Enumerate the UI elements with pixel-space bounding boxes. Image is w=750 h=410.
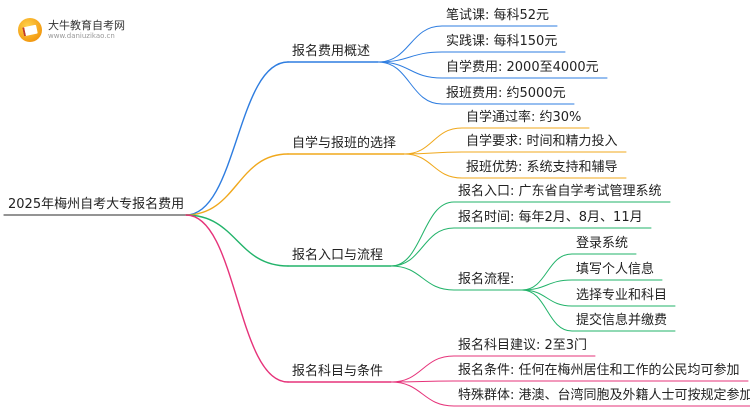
book-icon [18, 18, 42, 42]
leaf-subject-advice: 报名科目建议: 2至3门 [458, 338, 588, 353]
leaf-selfstudy-req: 自学要求: 时间和精力投入 [466, 134, 618, 149]
leaf-reg-time: 报名时间: 每年2月、8月、11月 [458, 210, 643, 225]
leaf-conditions: 报名条件: 任何在梅州居住和工作的公民均可参加 [458, 363, 740, 378]
connector-branch-3 [185, 214, 289, 383]
branch-study-choice: 自学与报班的选择 [292, 136, 397, 151]
site-logo: 大牛教育自考网 www.daniuzikao.cn [18, 18, 125, 42]
root-topic: 2025年梅州自考大专报名费用 [8, 197, 185, 212]
leaf-pass-rate: 自学通过率: 约30% [466, 110, 582, 125]
step-select-major: 选择专业和科目 [576, 288, 668, 303]
logo-url: www.daniuzikao.cn [48, 32, 115, 40]
leaf-written-fee: 笔试课: 每科52元 [446, 8, 550, 23]
step-fill-info: 填写个人信息 [576, 262, 655, 277]
leaf-special-groups: 特殊群体: 港澳、台湾同胞及外籍人士可按规定参加 [458, 388, 750, 403]
connector-branch-1 [185, 153, 289, 216]
leaf-practice-fee: 实践课: 每科150元 [446, 34, 558, 49]
step-submit-pay: 提交信息并缴费 [576, 313, 668, 328]
connector-branch-2 [185, 214, 289, 267]
step-login: 登录系统 [576, 236, 629, 251]
connector-branch-0 [185, 61, 289, 216]
branch-subjects-conditions: 报名科目与条件 [292, 364, 384, 379]
leaf-class-advantage: 报班优势: 系统支持和辅导 [466, 160, 618, 175]
leaf-selfstudy-fee: 自学费用: 2000至4000元 [446, 60, 599, 75]
leaf-reg-process: 报名流程: [458, 272, 515, 287]
branch-entry-process: 报名入口与流程 [292, 248, 384, 263]
branch-fee-overview: 报名费用概述 [292, 44, 371, 59]
logo-name: 大牛教育自考网 [48, 19, 125, 32]
leaf-entry: 报名入口: 广东省自学考试管理系统 [458, 184, 662, 199]
leaf-class-fee: 报班费用: 约5000元 [446, 86, 566, 101]
